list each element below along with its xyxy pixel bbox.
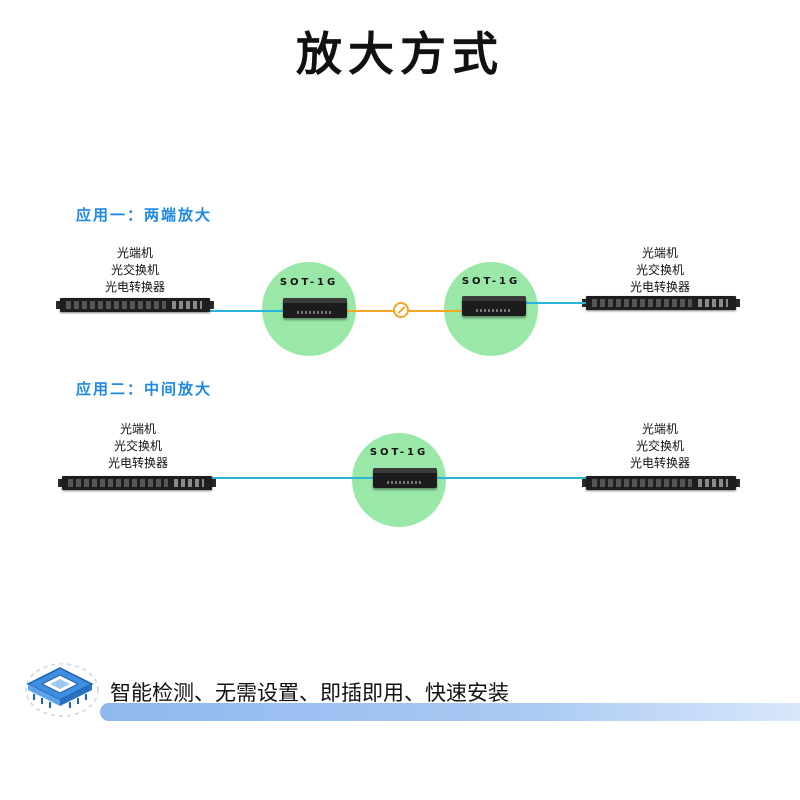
application-one-label: 应用一：两端放大 bbox=[76, 206, 213, 224]
app2-left-device-line-1: 光端机 bbox=[119, 422, 156, 436]
app1-right-device-label: 光端机 光交换机 光电转换器 bbox=[590, 245, 730, 296]
app1-right-device-line-1: 光端机 bbox=[641, 246, 678, 260]
app1-right-device-line-3: 光电转换器 bbox=[629, 280, 690, 294]
feature-text: 智能检测、无需设置、即插即用、快速安装 bbox=[110, 681, 509, 705]
app2-right-device-line-1: 光端机 bbox=[641, 422, 678, 436]
application-two-label: 应用二：中间放大 bbox=[76, 380, 213, 398]
app2-right-device-label: 光端机 光交换机 光电转换器 bbox=[590, 421, 730, 472]
app1-left-device-line-1: 光端机 bbox=[116, 246, 153, 260]
app1-amplifier-device-1 bbox=[283, 298, 347, 318]
page-title: 放大方式 bbox=[296, 27, 504, 81]
app1-amplifier-device-2 bbox=[462, 296, 526, 316]
app1-fiber-right bbox=[526, 302, 588, 304]
app1-right-switch bbox=[582, 296, 740, 310]
break-icon bbox=[393, 302, 409, 318]
feature-bar bbox=[100, 703, 800, 721]
app1-left-device-label: 光端机 光交换机 光电转换器 bbox=[65, 245, 205, 296]
app2-right-device-line-2: 光交换机 bbox=[635, 439, 684, 453]
app2-amplifier-label: SOT-1G bbox=[369, 447, 429, 458]
app1-left-device-line-3: 光电转换器 bbox=[104, 280, 165, 294]
app1-amplifier-label-2: SOT-1G bbox=[461, 276, 521, 287]
app2-fiber-right bbox=[436, 477, 588, 479]
app1-left-device-line-2: 光交换机 bbox=[110, 263, 159, 277]
app2-right-switch bbox=[582, 476, 740, 490]
app2-left-switch bbox=[58, 476, 216, 490]
app2-left-device-label: 光端机 光交换机 光电转换器 bbox=[68, 421, 208, 472]
app2-fiber-left bbox=[205, 477, 377, 479]
chip-icon bbox=[25, 663, 99, 717]
app1-right-device-line-2: 光交换机 bbox=[635, 263, 684, 277]
app2-amplifier-device bbox=[373, 468, 437, 488]
app1-left-switch bbox=[56, 298, 214, 312]
app2-right-device-line-3: 光电转换器 bbox=[629, 456, 690, 470]
app2-left-device-line-3: 光电转换器 bbox=[107, 456, 168, 470]
app1-fiber-left bbox=[205, 310, 285, 312]
app1-amplifier-label-1: SOT-1G bbox=[279, 277, 339, 288]
app2-left-device-line-2: 光交换机 bbox=[113, 439, 162, 453]
